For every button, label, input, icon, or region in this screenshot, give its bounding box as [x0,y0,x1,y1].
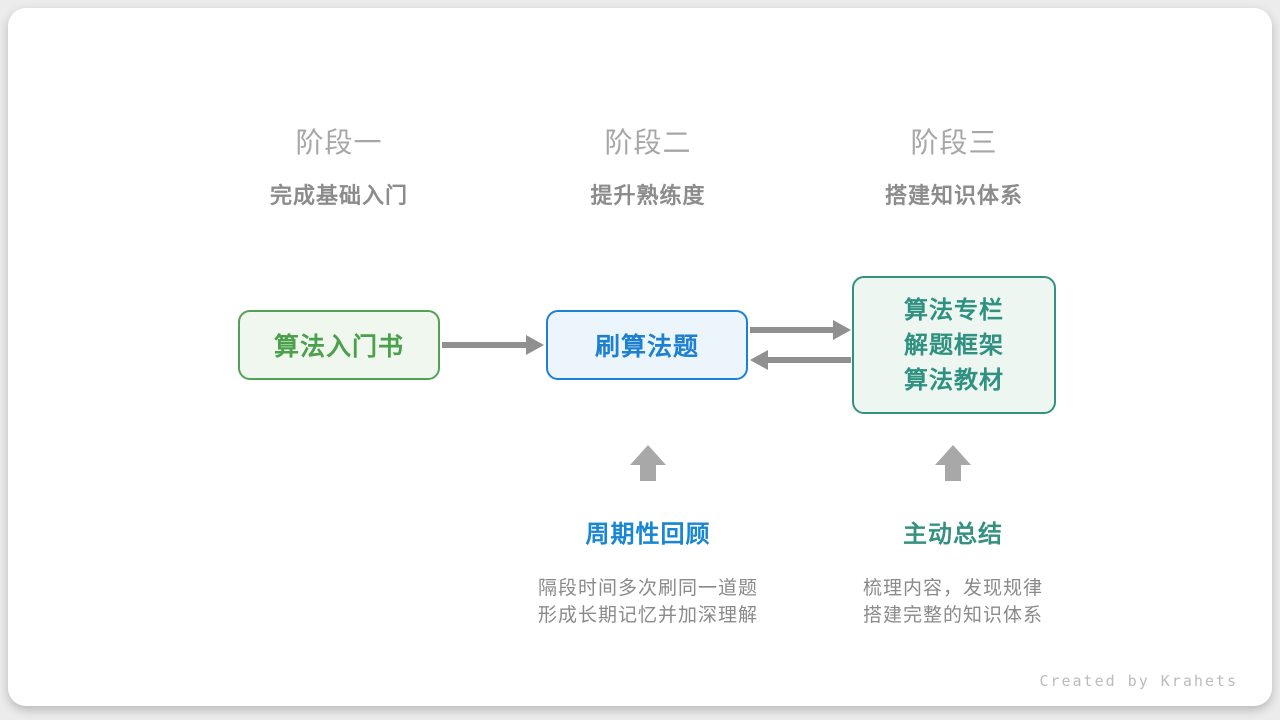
stage-3-header: 阶段三 搭建知识体系 [804,126,1104,210]
stage-1-subtitle: 完成基础入门 [269,183,408,208]
description-line: 搭建完整的知识体系 [862,605,1043,626]
annotation-periodic-review-label: 周期性回顾 [585,521,711,548]
arrow-stem [750,327,835,333]
node-practice-problems-label: 刷算法题 [594,333,699,361]
node-knowledge-resources: 算法专栏 解题框架 算法教材 [852,276,1056,414]
footer-credit: Created by Krahets [1039,672,1238,690]
stage-2-header: 阶段二 提升熟练度 [498,126,798,210]
up-arrow-stem [945,464,961,481]
node-knowledge-resources-line-3: 算法教材 [904,366,1004,394]
stage-3-title: 阶段三 [910,127,998,158]
up-arrow-head-icon [935,445,971,465]
stage-1-header: 阶段一 完成基础入门 [189,126,489,210]
description-line: 形成长期记忆并加深理解 [537,605,758,626]
arrow-left-head-icon [750,350,768,370]
annotation-active-summary: 主动总结 梳理内容，发现规律 搭建完整的知识体系 [793,514,1113,629]
up-arrow-stem [640,464,656,481]
annotation-periodic-review-description: 隔段时间多次刷同一道题 形成长期记忆并加深理解 [488,575,808,629]
description-line: 隔段时间多次刷同一道题 [537,578,758,599]
stage-3-subtitle: 搭建知识体系 [884,183,1023,208]
stage-2-subtitle: 提升熟练度 [590,183,706,208]
arrow-stem [766,357,851,363]
arrow-stem [442,342,528,348]
arrow-right-head-icon [526,335,544,355]
node-knowledge-resources-line-2: 解题框架 [904,331,1004,359]
arrow-stage2-to-stage3 [750,320,851,340]
arrow-stage1-to-stage2 [442,335,544,355]
arrow-stage3-to-stage2 [750,350,851,370]
description-line: 梳理内容，发现规律 [862,578,1043,599]
up-arrow-icon-review [630,445,666,481]
annotation-active-summary-description: 梳理内容，发现规律 搭建完整的知识体系 [793,575,1113,629]
up-arrow-head-icon [630,445,666,465]
diagram-card: 阶段一 完成基础入门 阶段二 提升熟练度 阶段三 搭建知识体系 算法入门书 刷算… [8,8,1272,706]
node-intro-book-label: 算法入门书 [273,333,404,361]
up-arrow-icon-summarize [935,445,971,481]
stage-2-title: 阶段二 [604,127,692,158]
node-intro-book: 算法入门书 [238,310,440,380]
stage-1-title: 阶段一 [295,127,383,158]
annotation-active-summary-label: 主动总结 [903,521,1003,548]
node-knowledge-resources-line-1: 算法专栏 [904,296,1004,324]
arrow-right-head-icon [833,320,851,340]
node-practice-problems: 刷算法题 [546,310,748,380]
annotation-periodic-review: 周期性回顾 隔段时间多次刷同一道题 形成长期记忆并加深理解 [488,514,808,629]
